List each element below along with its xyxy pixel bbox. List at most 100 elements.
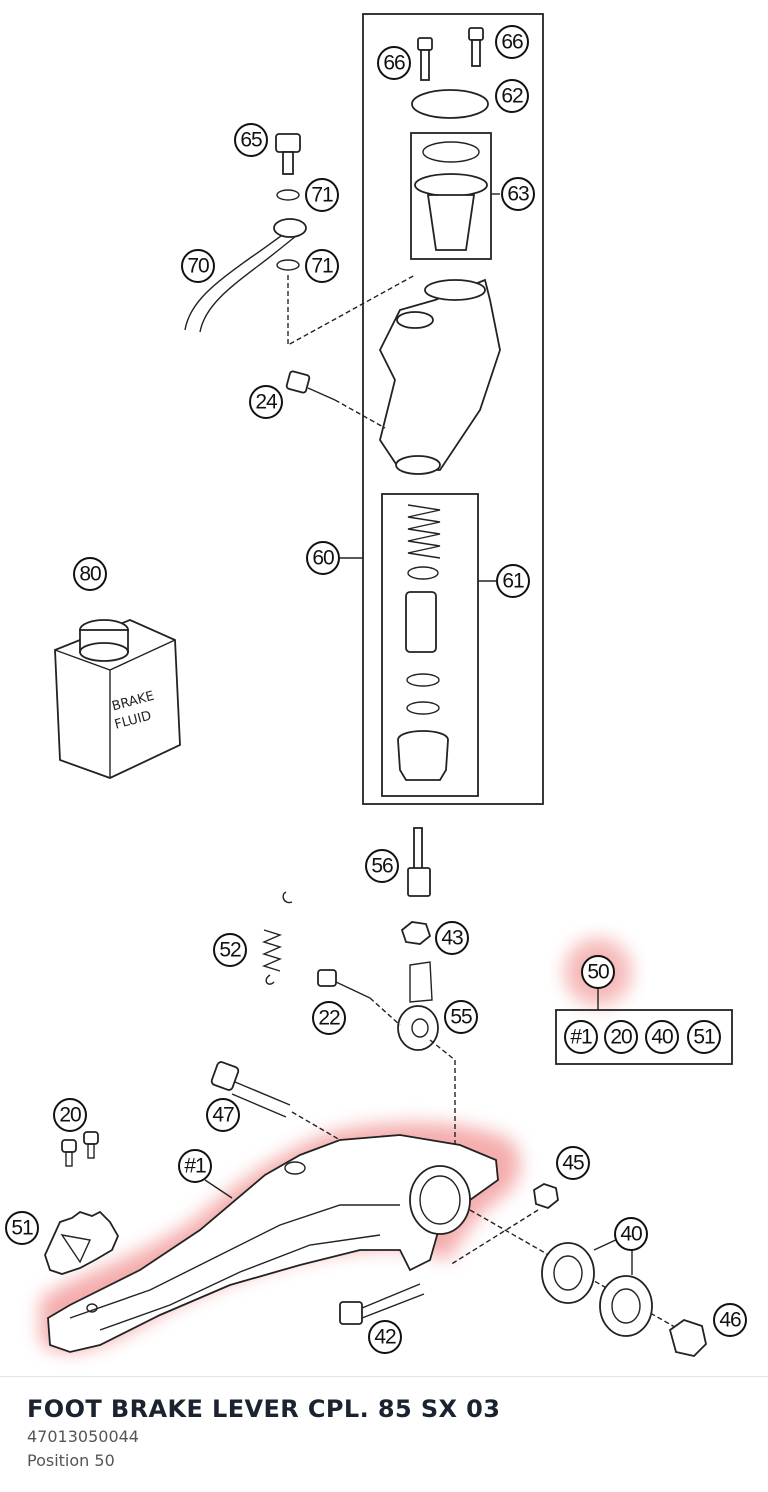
bolt-22 [317,969,371,999]
clevis-dashed [429,1039,456,1061]
callout-51[interactable]: 51 [5,1211,39,1245]
bearing-40-b [599,1275,653,1337]
svg-text:50: 50 [587,961,609,984]
boot [397,730,449,781]
master-cylinder-body [378,278,501,475]
svg-text:62: 62 [501,85,523,108]
callout-24[interactable]: 24 [249,385,283,419]
exploded-parts-diagram: BRAKE FLUID [5,13,747,1357]
nut-46 [668,1319,707,1357]
callout-22[interactable]: 22 [312,1001,346,1035]
nut-43 [400,921,432,945]
svg-text:22: 22 [318,1007,340,1030]
svg-text:71: 71 [311,184,333,207]
pivot-bolt-dashed [291,1111,341,1141]
screw-66-left [417,37,433,81]
svg-text:46: 46 [719,1309,741,1332]
kit-contents-box [555,1009,733,1065]
svg-text:45: 45 [562,1152,584,1175]
callout-71-bottom[interactable]: 71 [305,249,339,283]
ring-3 [406,701,440,715]
callout-80[interactable]: 80 [73,557,107,591]
callout-56[interactable]: 56 [365,849,399,883]
leader-1 [204,1179,233,1199]
svg-text:20: 20 [59,1104,81,1127]
bolt-24 [285,370,336,401]
svg-text:66: 66 [501,31,523,54]
callout-50[interactable]: 50 [581,955,615,989]
reservoir-seal [422,141,480,163]
product-info-panel: FOOT BRAKE LEVER CPL. 85 SX 03 470130500… [0,1376,768,1492]
svg-text:66: 66 [383,52,405,75]
callout-65[interactable]: 65 [234,123,268,157]
part-number: 47013050044 [27,1427,139,1446]
svg-text:80: 80 [79,563,101,586]
svg-text:#1: #1 [570,1026,592,1049]
brake-hose-70 [184,229,291,331]
kit-item-40[interactable]: 40 [645,1020,679,1054]
callout-70[interactable]: 70 [181,249,215,283]
kit-item-51[interactable]: 51 [687,1020,721,1054]
svg-text:20: 20 [610,1026,632,1049]
piston-kit-box [381,493,479,797]
kit-item-20[interactable]: 20 [604,1020,638,1054]
piston [405,591,437,653]
svg-text:60: 60 [312,547,334,570]
svg-text:56: 56 [371,855,393,878]
reservoir-cover-62 [411,89,489,119]
callout-40[interactable]: 40 [614,1217,648,1251]
svg-text:24: 24 [255,391,278,414]
pivot-bolt-47 [210,1061,291,1118]
master-cylinder-box [362,13,544,805]
callout-61[interactable]: 61 [496,564,530,598]
spring-52 [262,891,293,985]
banjo-fitting [273,218,307,238]
svg-text:61: 61 [502,570,524,593]
brake-hose-outline [199,235,297,333]
callout-52[interactable]: 52 [213,933,247,967]
callout-43[interactable]: 43 [435,921,469,955]
product-title: FOOT BRAKE LEVER CPL. 85 SX 03 [27,1395,501,1423]
callout-1[interactable]: #1 [178,1149,212,1183]
svg-text:#1: #1 [184,1155,206,1178]
svg-text:42: 42 [374,1326,396,1349]
svg-text:40: 40 [651,1026,673,1049]
bearing-40-a [541,1242,595,1304]
callout-62[interactable]: 62 [495,79,529,113]
svg-text:47: 47 [212,1104,234,1127]
reservoir-box [410,132,492,260]
push-rod-56 [407,827,431,897]
svg-text:55: 55 [450,1006,472,1029]
svg-text:51: 51 [11,1217,33,1240]
callout-55[interactable]: 55 [444,1000,478,1034]
foot-brake-lever [47,1134,499,1353]
callout-46[interactable]: 46 [713,1303,747,1337]
svg-text:43: 43 [441,927,463,950]
svg-text:52: 52 [219,939,241,962]
position-label: Position 50 [27,1451,115,1470]
kit-item-1[interactable]: #1 [564,1020,598,1054]
callout-45[interactable]: 45 [556,1146,590,1180]
callout-66-right[interactable]: 66 [495,25,529,59]
ring-1 [407,566,439,580]
callout-63[interactable]: 63 [501,177,535,211]
brake-fluid-can-80: BRAKE FLUID [54,619,181,779]
callout-66-left[interactable]: 66 [377,46,411,80]
svg-text:63: 63 [507,183,529,206]
axle-dashed [449,1209,539,1266]
callout-20[interactable]: 20 [53,1098,87,1132]
reservoir-bellow [426,194,476,251]
svg-text:51: 51 [693,1026,715,1049]
nut-45 [533,1183,559,1210]
callout-42[interactable]: 42 [368,1320,402,1354]
screw-66-right [468,27,484,67]
brake-step-51 [44,1210,120,1275]
screws-20 [61,1131,99,1167]
ring-2 [406,673,440,687]
callout-71-top[interactable]: 71 [305,178,339,212]
callout-47[interactable]: 47 [206,1098,240,1132]
callout-60[interactable]: 60 [306,541,340,575]
svg-text:40: 40 [620,1223,642,1246]
svg-text:70: 70 [187,255,209,278]
reservoir-ring [414,173,488,197]
